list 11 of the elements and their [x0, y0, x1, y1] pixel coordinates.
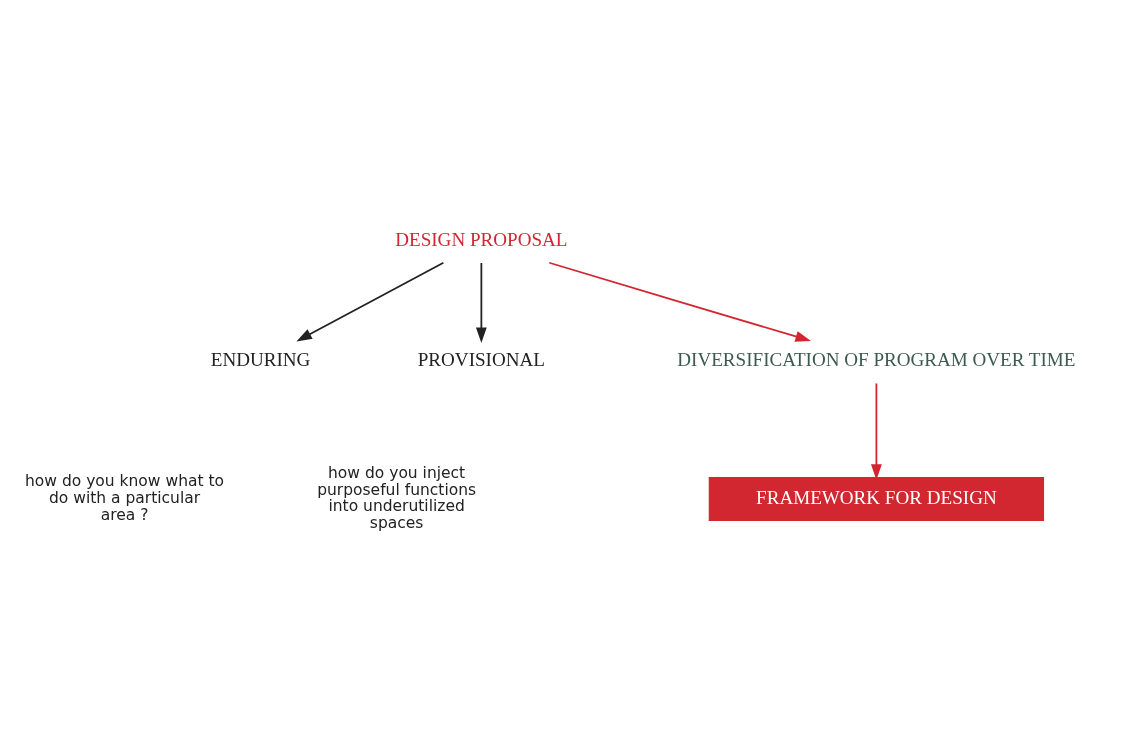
label: how do you inject purposeful functions into underutilized spaces	[317, 463, 477, 532]
node-text: DESIGN PROPOSAL	[395, 228, 568, 250]
arrow	[870, 382, 882, 480]
label: how do you know what to do with a particular area ?	[25, 471, 225, 524]
node-text: PROVISIONAL	[417, 348, 545, 370]
node-text: ENDURING	[210, 348, 311, 370]
node-text: DIVERSIFICATION OF PROGRAM OVER TIME	[677, 348, 1076, 370]
arrow	[548, 261, 811, 342]
node-box: FRAMEWORK FOR DESIGN	[708, 476, 1045, 521]
arrow	[296, 261, 445, 341]
arrow	[475, 261, 487, 343]
